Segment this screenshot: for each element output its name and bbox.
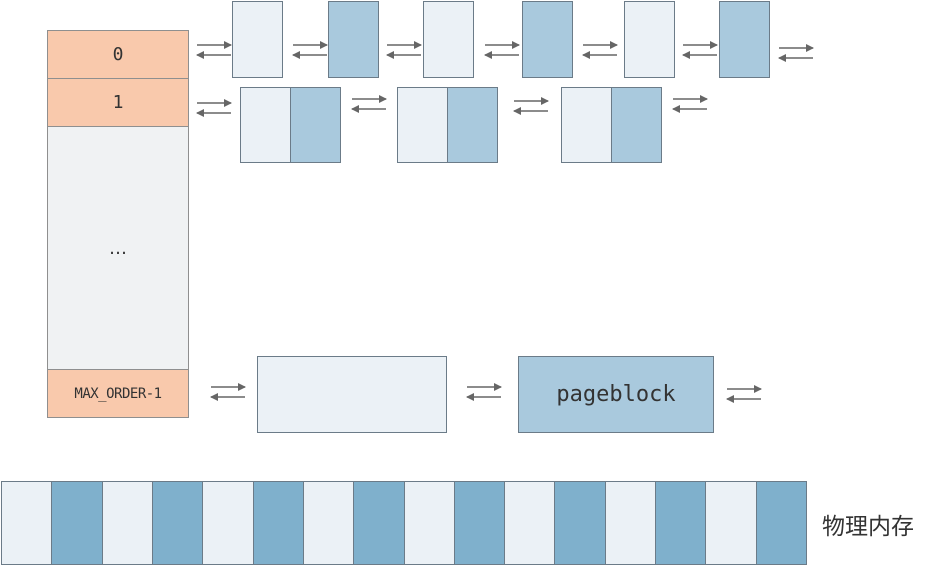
order1-block-3b xyxy=(611,87,662,163)
order-1-label: 1 xyxy=(112,92,124,113)
memory-page-cell xyxy=(504,481,556,565)
memory-page-cell xyxy=(353,481,405,565)
memory-page-cell xyxy=(252,481,304,565)
order1-block-1b xyxy=(290,87,341,163)
memory-page-cell xyxy=(51,481,103,565)
order0-block-5 xyxy=(624,1,675,78)
order0-block-3 xyxy=(423,1,474,78)
pageblock-label: pageblock xyxy=(556,382,676,407)
pageblock-block: pageblock xyxy=(518,356,714,433)
memory-page-cell xyxy=(202,481,254,565)
memory-page-cell xyxy=(705,481,757,565)
order-0-label: 0 xyxy=(112,44,124,65)
memory-page-cell xyxy=(151,481,204,565)
order0-block-6 xyxy=(719,1,770,78)
order0-block-4 xyxy=(522,1,573,78)
order0-block-1 xyxy=(232,1,283,78)
order1-block-1a xyxy=(240,87,291,163)
physical-memory-strip xyxy=(1,481,807,565)
order1-block-2a xyxy=(397,87,448,163)
order-max-label: MAX_ORDER-1 xyxy=(74,385,162,402)
max-order-block xyxy=(257,356,447,433)
memory-page-cell xyxy=(755,481,807,565)
memory-page-cell xyxy=(1,481,53,565)
physical-memory-label: 物理内存 xyxy=(822,514,914,540)
free-area-order-0: 0 xyxy=(47,30,189,79)
order0-block-2 xyxy=(328,1,379,78)
memory-page-cell xyxy=(554,481,606,565)
free-area-ellipsis: … xyxy=(47,126,189,370)
free-area-order-max: MAX_ORDER-1 xyxy=(47,369,189,418)
memory-page-cell xyxy=(655,481,707,565)
ellipsis-label: … xyxy=(109,237,127,259)
memory-page-cell xyxy=(453,481,506,565)
order1-block-2b xyxy=(447,87,498,163)
memory-page-cell xyxy=(101,481,153,565)
memory-page-cell xyxy=(302,481,355,565)
